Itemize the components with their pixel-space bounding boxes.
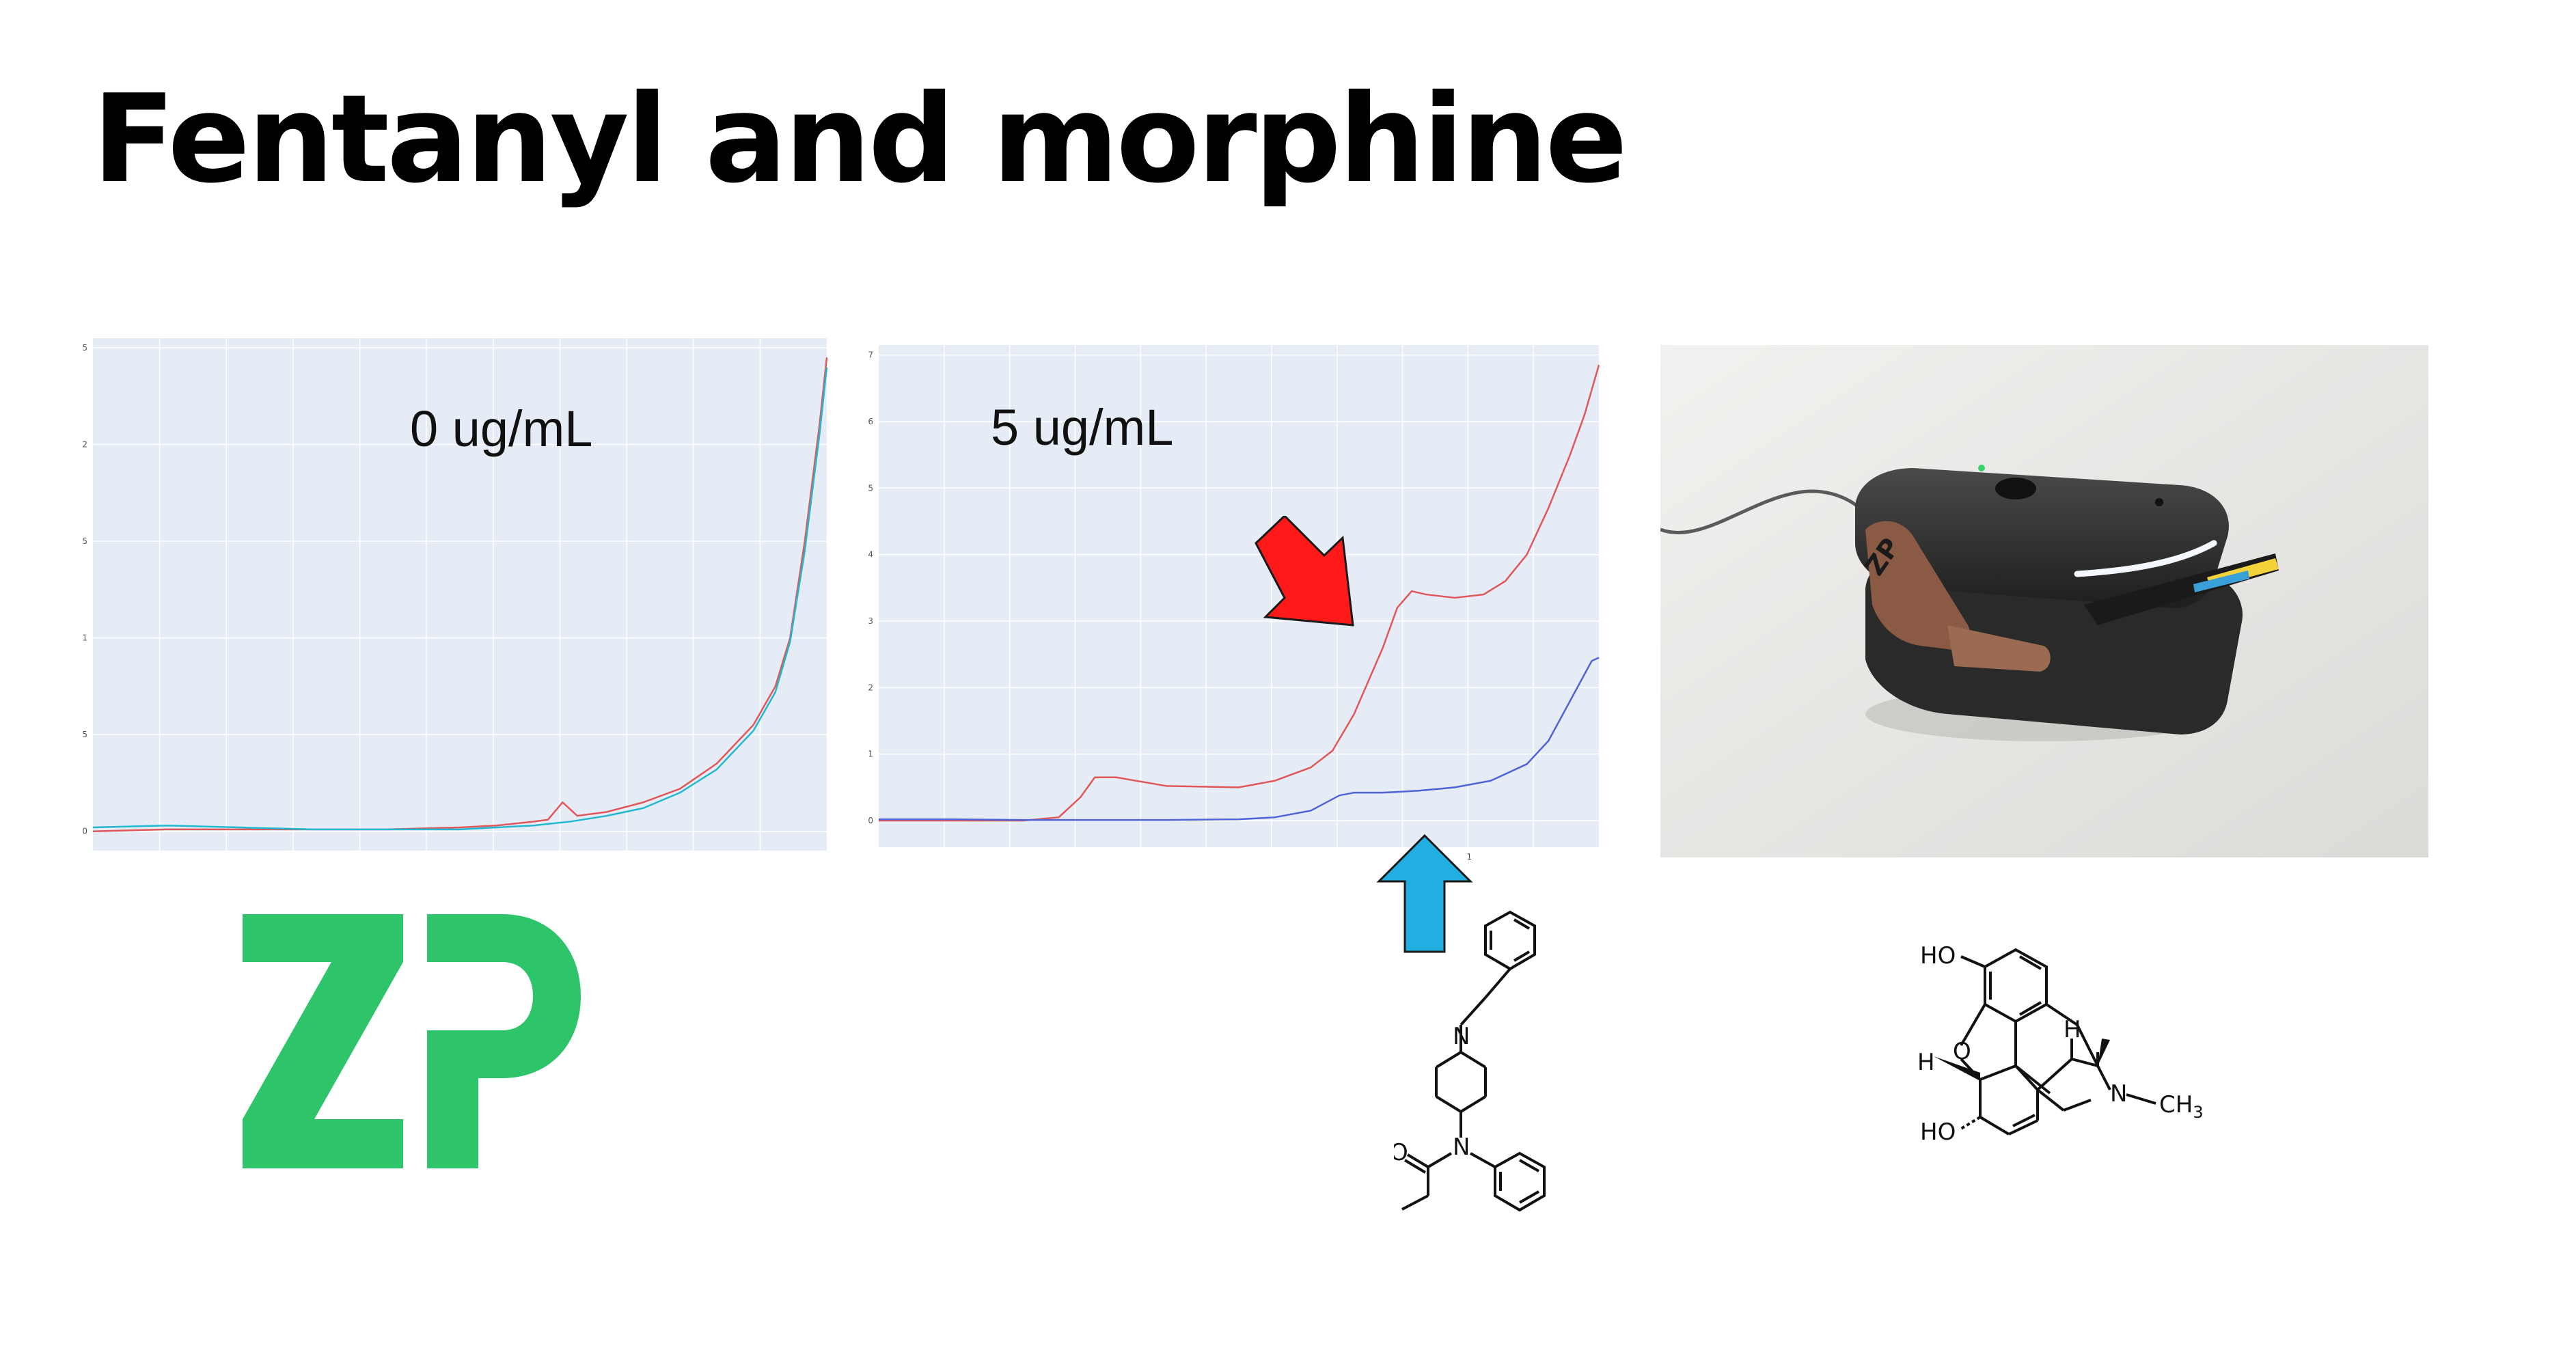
device-photo: ZP [1660,345,2428,857]
y-tick-label: 2 [82,440,87,450]
y-tick-label: 3 [868,616,873,626]
morphine-ch3-label: CH3 [2159,1091,2204,1122]
y-tick-label: 2.5 [82,343,87,353]
y-tick-label: 0 [82,827,87,836]
plot-background [93,338,827,851]
morphine-h-left-label: H [1917,1049,1935,1076]
chart-5ugml: 0 1 2 3 4 5 6 7 1 5 ug/mL [868,345,1613,861]
plot-background [879,345,1599,847]
y-tick-label: 2 [868,683,873,692]
x-tick-label: 1 [1466,852,1472,861]
fentanyl-o-label: O [1394,1139,1408,1166]
y-tick-label: 1.5 [82,536,87,546]
morphine-structure: HO O H H N CH3 HO [1917,942,2204,1146]
y-tick-label: 7 [868,351,873,360]
zp-logo [243,914,581,1168]
fentanyl-n1-label: N [1453,1023,1470,1050]
chart-0ugml: 0 0.5 1 1.5 2 2.5 0 ug/mL [82,338,840,864]
series-line-1 [879,657,1600,821]
morphine-o-label: O [1953,1038,1971,1065]
chart-0ugml-plot: 0 0.5 1 1.5 2 2.5 [82,338,828,851]
fentanyl-n2-label: N [1453,1134,1470,1161]
morphine-h-top-label: H [2064,1016,2081,1043]
red-arrow-icon [1255,516,1354,627]
y-tick-label: 1 [868,750,873,759]
chart-5ugml-title: 5 ug/mL [991,399,1174,456]
series-line-0 [879,364,1600,822]
y-tick-label: 4 [868,550,873,560]
blue-arrow-icon [1376,834,1473,953]
chart-5ugml-plot: 0 1 2 3 4 5 6 7 1 [868,345,1600,861]
morphine-ho-bottom-label: HO [1920,1118,1956,1146]
y-tick-label: 5 [868,483,873,493]
morphine-n-label: N [2110,1080,2127,1108]
series-line-1 [92,367,828,831]
y-tick-label: 1 [82,633,87,643]
y-tick-label: 0 [868,816,873,825]
chart-0ugml-title: 0 ug/mL [410,400,593,457]
slide-title: Fentanyl and morphine [92,68,1628,210]
fentanyl-structure: N N O [1394,910,1546,1212]
y-tick-label: 6 [868,417,873,426]
y-tick-label: 0.5 [82,730,87,739]
morphine-ho-top-label: HO [1920,942,1956,970]
